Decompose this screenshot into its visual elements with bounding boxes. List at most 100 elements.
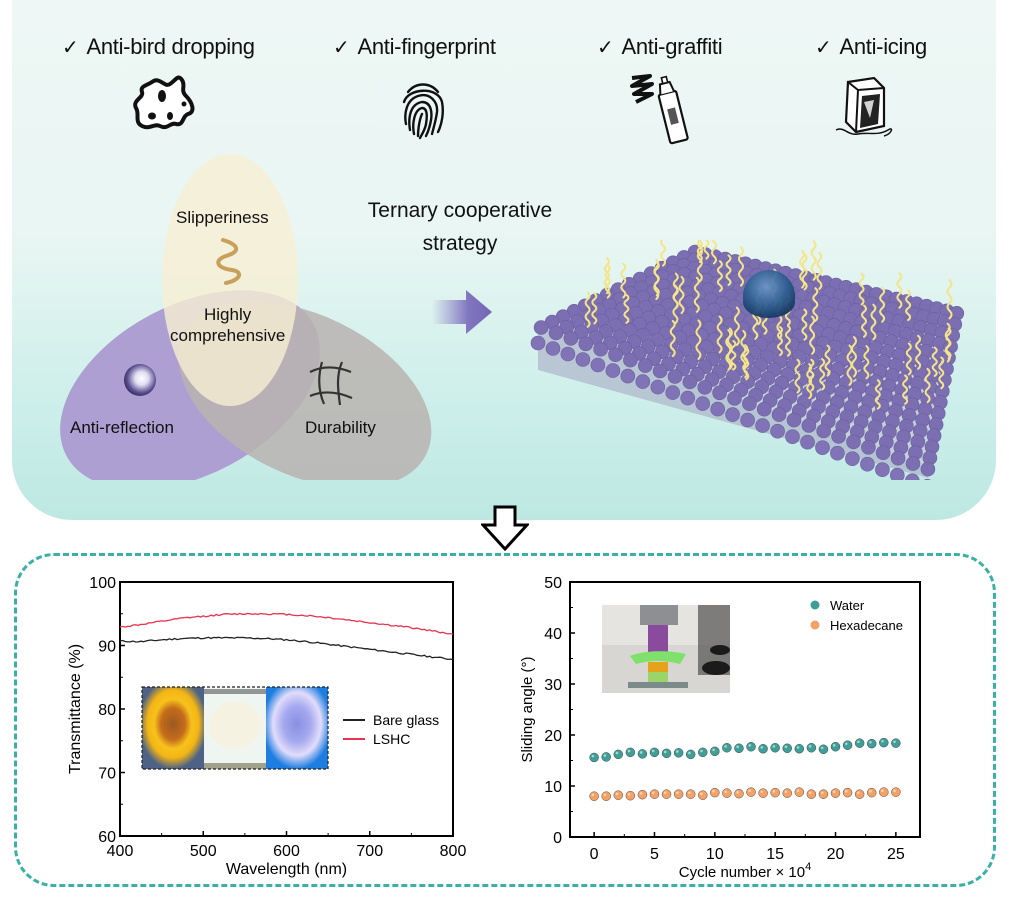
particle (710, 401, 725, 417)
venn-label-center-line2: comprehensive (170, 326, 286, 345)
particle (560, 346, 576, 362)
fluorinated-chain (653, 261, 660, 297)
point-highlight (869, 740, 872, 744)
particle (593, 341, 608, 357)
particle (771, 407, 787, 422)
x-tick-label: 10 (706, 846, 724, 863)
particle (608, 347, 623, 362)
y-axis-label: Transmittance (%) (67, 644, 84, 774)
point-highlight (603, 754, 607, 757)
data-point-water (601, 752, 611, 762)
series-line-bare-glass (119, 636, 454, 661)
fluorinated-chain (808, 358, 815, 392)
fluorinated-chain (696, 243, 703, 283)
data-point-water (818, 744, 829, 754)
feature-label: Anti-graffiti (621, 34, 723, 59)
particle (727, 391, 742, 406)
legend-label: Hexadecane (830, 618, 903, 633)
particle (815, 440, 830, 455)
venn-label-center-line1: Highly (204, 305, 252, 324)
point-highlight (724, 790, 727, 794)
data-point-hexadecane (842, 787, 853, 798)
data-point-water (879, 737, 889, 748)
particle (770, 423, 785, 439)
x-axis-label: Wavelength (nm) (226, 861, 347, 878)
fluorinated-chain (801, 308, 808, 341)
fluorinated-chain (695, 319, 702, 360)
chain-icon (216, 238, 242, 285)
particle (712, 385, 727, 401)
fluorinated-chain (810, 240, 817, 281)
data-point-water (746, 742, 756, 752)
particle (861, 440, 876, 455)
y-axis-label: Sliding angle (°) (520, 656, 536, 762)
data-point-hexadecane (782, 788, 792, 798)
fluorinated-chain (874, 379, 881, 410)
y-tick-label: 70 (98, 766, 116, 783)
particle (890, 450, 906, 466)
spray-can-icon (630, 74, 689, 145)
data-point-hexadecane (661, 789, 672, 799)
point-highlight (591, 754, 595, 758)
particle (620, 368, 636, 384)
data-point-water (806, 743, 817, 753)
point-highlight (893, 740, 896, 744)
point-highlight (591, 793, 595, 797)
data-point-hexadecane (685, 789, 696, 799)
fluorinated-chain (931, 346, 938, 377)
fluorinated-chain (879, 286, 886, 323)
particle (831, 429, 846, 444)
particle (578, 336, 594, 352)
y-tick-label: 0 (553, 830, 562, 847)
particle (756, 401, 772, 417)
point-highlight (676, 750, 679, 753)
fluorinated-chain (738, 246, 744, 287)
fluorinated-chain (742, 344, 749, 379)
results-panel (14, 553, 996, 887)
down-arrow-icon (481, 505, 529, 551)
particle (801, 418, 817, 433)
data-point-water (698, 747, 708, 758)
point-highlight (808, 745, 812, 748)
series-line-lshc (119, 612, 454, 635)
venn-label-anti-reflection: Anti-reflection (70, 418, 174, 437)
fingerprint-icon (402, 83, 444, 140)
point-highlight (772, 745, 776, 748)
fluorinated-chain (809, 315, 816, 355)
data-point-water (649, 747, 660, 758)
fluorinated-chain (703, 240, 710, 260)
data-point-water (625, 747, 636, 758)
y-tick-label: 10 (544, 779, 562, 796)
point-highlight (712, 789, 715, 793)
particle-layer (530, 244, 965, 480)
check-icon: ✓ (333, 37, 350, 59)
point-highlight (772, 789, 776, 793)
particle (846, 434, 861, 450)
fluorinated-chain (711, 240, 717, 265)
data-point-hexadecane (806, 789, 817, 799)
data-point-hexadecane (613, 790, 623, 800)
data-point-hexadecane (673, 789, 684, 799)
data-point-water (758, 744, 768, 754)
particle (845, 451, 860, 466)
point-highlight (784, 790, 788, 794)
data-point-hexadecane (637, 789, 648, 800)
fluorinated-chain (905, 342, 912, 376)
point-highlight (651, 749, 655, 753)
point-highlight (700, 749, 703, 753)
point-highlight (748, 789, 752, 793)
data-point-water (770, 743, 780, 753)
data-point-hexadecane (867, 787, 877, 798)
network-icon (309, 361, 353, 406)
particle (890, 467, 905, 480)
particle (623, 352, 638, 368)
point-highlight (639, 791, 643, 795)
legend-marker (810, 620, 820, 630)
point-highlight (832, 744, 836, 747)
y-tick-label: 80 (98, 702, 116, 719)
data-point-hexadecane (625, 790, 636, 801)
x-axis-label: Cycle number × 104 (679, 861, 811, 881)
point-highlight (627, 792, 631, 796)
fluorinated-chain (905, 289, 912, 322)
